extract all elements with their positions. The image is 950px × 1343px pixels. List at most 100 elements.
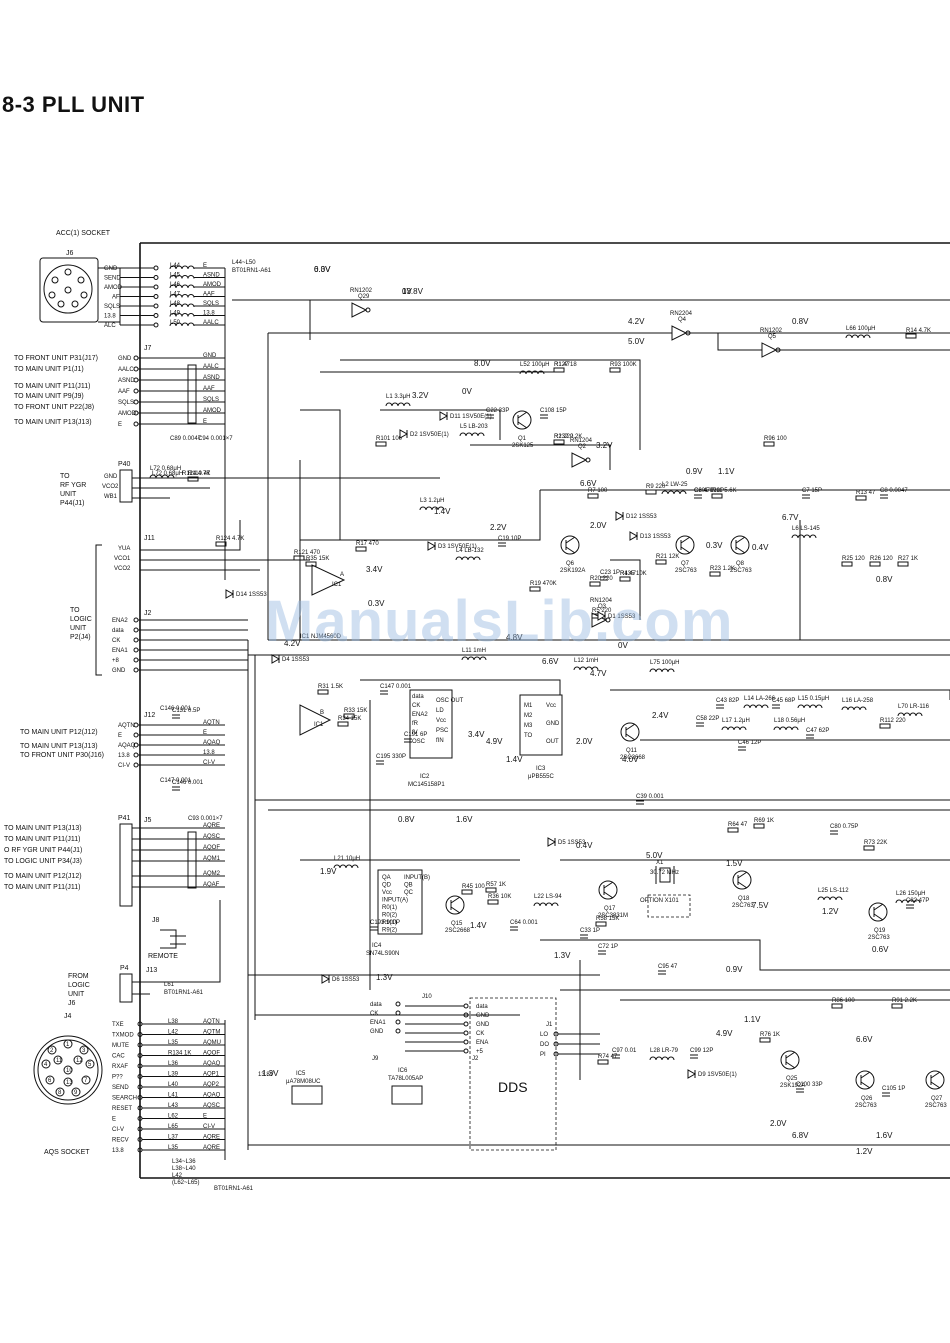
resistor-label: R121 470 (294, 550, 321, 556)
capacitor-label: C108 15P (540, 408, 567, 414)
coil-note2-2: L42 (172, 1173, 183, 1179)
j7-destination: TO MAIN UNIT P11(J11) (14, 383, 91, 390)
coil-label: L50 (170, 320, 181, 326)
voltage-label: 3.2V (412, 391, 429, 400)
coil-symbol (797, 704, 823, 709)
diode-label: D1 1SS53 (608, 614, 636, 620)
resistor-symbol (711, 493, 723, 499)
transistor-ref: Q3 (598, 604, 607, 610)
aqs-pin-number: 10 (66, 1068, 73, 1074)
j2-pin-label: data (112, 628, 124, 634)
resistor-symbol (461, 889, 473, 895)
transistor-ref: Q2 (578, 444, 587, 450)
j12-pin-label: CI-V (118, 763, 130, 769)
ic2-pin: fR (412, 721, 419, 727)
ic3-pin: M2 (524, 713, 533, 719)
j4-pin-label: SEARCH (112, 1096, 137, 1102)
ic4-pin: INPUT(B) (404, 875, 430, 881)
ic2-pin: LD (436, 708, 444, 714)
coil-label: L44 (170, 263, 181, 269)
resistor-label: R1 47 (554, 362, 571, 368)
transistor-leads (735, 536, 746, 554)
resistor-symbol (905, 333, 917, 339)
coil-symbol (895, 899, 921, 904)
transistor-leads (860, 1071, 871, 1089)
j12-block: J12 TO MAIN UNIT P12(J12) TO MAIN UNIT P… (20, 706, 225, 784)
resistor-symbol (879, 723, 891, 729)
acc-pin-label: SEND (104, 276, 121, 282)
coil-symbol (773, 726, 799, 731)
resistor-label: R14 4.7K (906, 328, 931, 334)
buffer-triangle (351, 302, 368, 318)
j10-pin-label: ENA (476, 1040, 488, 1046)
voltage-label: 0V (462, 387, 472, 396)
logic-to-3: P2(J4) (70, 634, 91, 641)
transistor-part: 2SK125 (512, 443, 534, 449)
j7-destination: TO FRONT UNIT P31(J17) (14, 355, 98, 362)
aqs-pin-number: 2 (50, 1048, 54, 1054)
resistor-symbol (597, 1059, 609, 1065)
coil-note: L44~L50 (232, 260, 256, 266)
transistor-part: 2SC763 (675, 568, 697, 574)
voltage-label: 0.3V (368, 599, 385, 608)
coil-symbol (721, 726, 747, 731)
j11-ref: J11 (144, 535, 155, 542)
c146-label: C146 0.001 (160, 706, 192, 712)
page-title: 8-3 PLL UNIT (2, 92, 145, 117)
resistor-symbol (375, 441, 387, 447)
coil-symbol (533, 902, 559, 907)
transistor-part: 2SC763 (732, 903, 754, 909)
inductor-label: L52 100μH (520, 362, 549, 368)
resistor-label: R34 15K (338, 716, 361, 722)
j4-pin-label: RECV (112, 1138, 129, 1144)
ic2-part: MC145158P1 (408, 782, 445, 788)
aqs-pin (63, 1065, 73, 1075)
p40-to-0: TO (60, 473, 70, 480)
transistor-body (598, 880, 618, 900)
capacitor-label: C82 47P (906, 898, 929, 904)
ic4-pin: QA (382, 875, 391, 881)
coil-part: BT01RN1-A61 (232, 268, 272, 274)
p40-to-3: P44(J1) (60, 500, 85, 507)
transistor-part: 2SC2668 (620, 755, 646, 761)
transistor-ref: Q19 (874, 928, 886, 934)
j4-pin-label: RXAF (112, 1064, 128, 1070)
logic-to-1: LOGIC (70, 616, 92, 623)
voltage-label: 2.0V (590, 521, 607, 530)
resistor-symbol (869, 561, 881, 567)
diode-label: D9 1SV50E(1) (698, 1072, 737, 1078)
inductor-label: L11 1mH (462, 648, 486, 654)
voltage-label: 0.3V (314, 265, 331, 274)
acc-signal-label: AMOD (203, 282, 222, 288)
capacitor-label: C46 12P (738, 740, 761, 746)
j12-line-2: TO FRONT UNIT P30(J16) (20, 752, 104, 759)
j11-pin-1: VCO1 (114, 556, 131, 562)
resistor-label: R58 15K (596, 916, 619, 922)
j12-signal-label: AQAQ (203, 740, 221, 746)
aqs-socket-label: AQS SOCKET (44, 1149, 90, 1156)
voltage-label: 1.4V (506, 755, 523, 764)
j12-pin-label: E (118, 733, 122, 739)
capacitor-label: C105 1P (882, 1086, 905, 1092)
pin-dot (463, 1030, 469, 1036)
j10-pin-label: GND (476, 1022, 490, 1028)
resistor-label: R13 47 (856, 490, 876, 496)
pin-dot (463, 1039, 469, 1045)
ic1a-ref: IC1 (332, 582, 342, 588)
resistor-symbol (215, 541, 227, 547)
coil-symbol (817, 896, 843, 901)
voltage-label: 6.8V (792, 1131, 809, 1140)
voltage-label: 1.4V (434, 507, 451, 516)
ic4-pin: Vcc (382, 890, 392, 896)
j4-pin-label: MUTE (112, 1043, 129, 1049)
diode-symbol (321, 974, 331, 984)
ic4-pin: INPUT(A) (382, 898, 408, 904)
inductor-label: L72 0.68μH (150, 466, 181, 472)
transistor-ref: Q15 (451, 921, 463, 927)
j7-pin-label: AMOD (118, 411, 137, 417)
pin-dot (463, 1021, 469, 1027)
ic2-pin: OSC (412, 739, 426, 745)
aqs-pin (81, 1075, 91, 1085)
inductor-label: L1 3.3μH (386, 394, 410, 400)
